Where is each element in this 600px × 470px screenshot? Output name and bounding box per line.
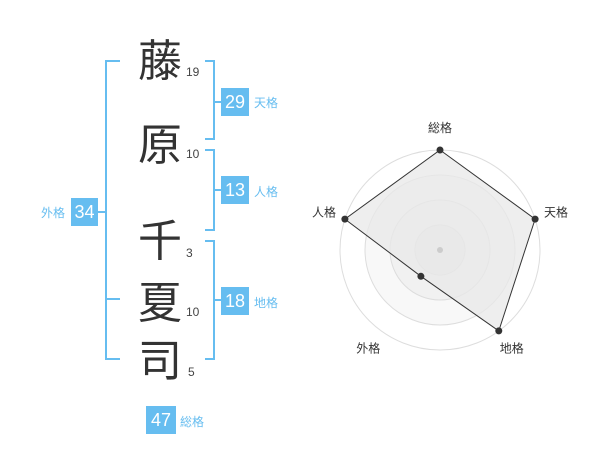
radar-axis-label: 外格 <box>356 341 380 356</box>
radar-point <box>417 272 425 280</box>
name-char-2: 原 <box>138 120 182 171</box>
jinkaku-value: 13 <box>221 176 249 204</box>
name-char-5: 司 <box>138 336 182 387</box>
radar-data-points <box>341 146 539 335</box>
name-char-1: 藤 <box>138 36 182 87</box>
soukaku-value: 47 <box>146 406 176 434</box>
chikaku-value: 18 <box>221 287 249 315</box>
radar-axis-label: 天格 <box>544 204 568 219</box>
name-char-4: 夏 <box>138 278 182 329</box>
stroke-count-5: 5 <box>188 365 195 379</box>
tenkaku-value: 29 <box>221 88 249 116</box>
stroke-count-4: 10 <box>186 305 200 319</box>
radar-center-dot <box>437 247 443 253</box>
chikaku-label: 地格 <box>254 296 279 310</box>
gaikaku-label: 外格 <box>41 206 66 220</box>
radar-point <box>531 215 539 223</box>
radar-data-polygon <box>344 149 536 332</box>
tenkaku-label: 天格 <box>254 96 279 110</box>
tenkaku-bracket <box>205 60 215 140</box>
jinkaku-label: 人格 <box>254 185 279 199</box>
radar-axis-label: 総格 <box>428 120 452 135</box>
radar-point <box>495 327 503 335</box>
radar-point <box>436 146 444 154</box>
stroke-count-2: 10 <box>186 147 200 161</box>
radar-axis-label: 地格 <box>500 341 524 356</box>
radar-axis-label: 人格 <box>312 204 336 219</box>
stroke-count-1: 19 <box>186 65 200 79</box>
stroke-count-3: 3 <box>186 246 193 260</box>
gaikaku-bracket <box>105 60 120 360</box>
soukaku-label: 総格 <box>180 415 205 429</box>
name-char-3: 千 <box>138 216 182 267</box>
gaikaku-value: 34 <box>71 198 98 226</box>
radar-point <box>341 215 349 223</box>
